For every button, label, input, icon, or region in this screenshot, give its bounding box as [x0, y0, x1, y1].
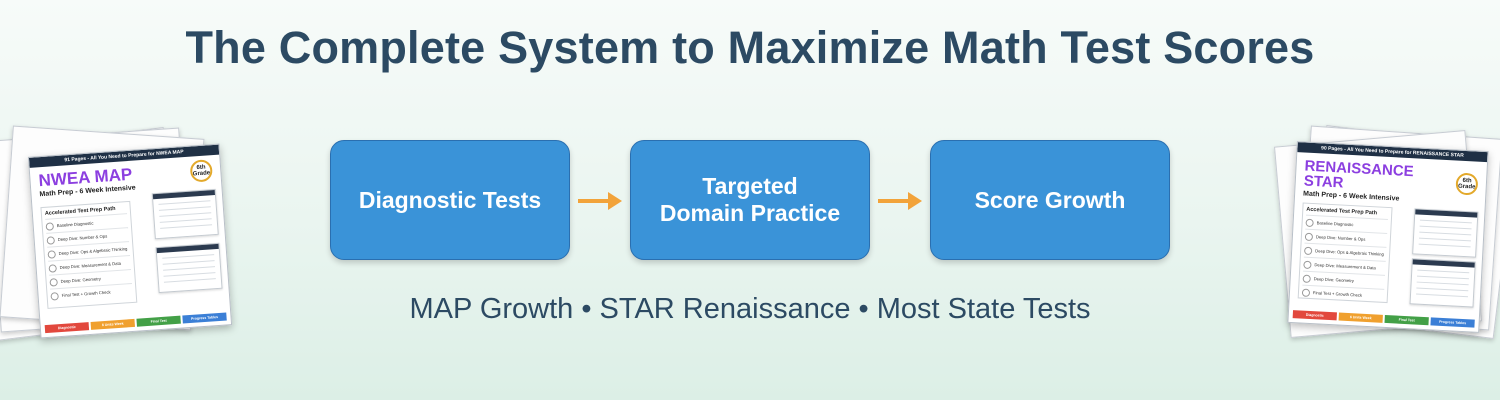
- cover-tag: Diagnostic: [1292, 310, 1337, 321]
- product-title: NWEA MAP: [37, 164, 133, 191]
- arrow-right-icon: [878, 192, 922, 210]
- arrow-right-icon: [578, 192, 622, 210]
- star-cover: 90 Pages - All You Need to Prepare for R…: [1287, 141, 1489, 333]
- supported-tests-subtitle: MAP Growth • STAR Renaissance • Most Sta…: [409, 293, 1091, 325]
- star-product-stack: 90 Pages - All You Need to Prepare for R…: [1268, 120, 1500, 360]
- prep-path: Accelerated Test Prep Path Baseline Diag…: [1297, 202, 1393, 304]
- step-score-growth: Score Growth: [930, 140, 1170, 260]
- worksheet-thumbnail: [155, 242, 223, 294]
- worksheet-thumbnail: [1409, 258, 1476, 308]
- cover-tag: Progress Tables: [1430, 317, 1475, 328]
- worksheet-thumbnail: [151, 188, 219, 240]
- page-title: The Complete System to Maximize Math Tes…: [185, 22, 1315, 73]
- worksheet-thumbnail: [1412, 208, 1479, 258]
- cover-tag: Final Test: [1384, 314, 1429, 326]
- cover-tag: 6 Units Week: [1338, 312, 1383, 323]
- list-item: Final Test + Growth Check: [1301, 284, 1385, 303]
- step-targeted-domain-practice: Targeted Domain Practice: [630, 140, 870, 260]
- product-title: RENAISSANCE STAR: [1303, 157, 1415, 192]
- grade-badge: 6th Grade: [189, 159, 214, 183]
- step-diagnostic-tests: Diagnostic Tests: [330, 140, 570, 260]
- grade-badge: 6th Grade: [1455, 172, 1479, 196]
